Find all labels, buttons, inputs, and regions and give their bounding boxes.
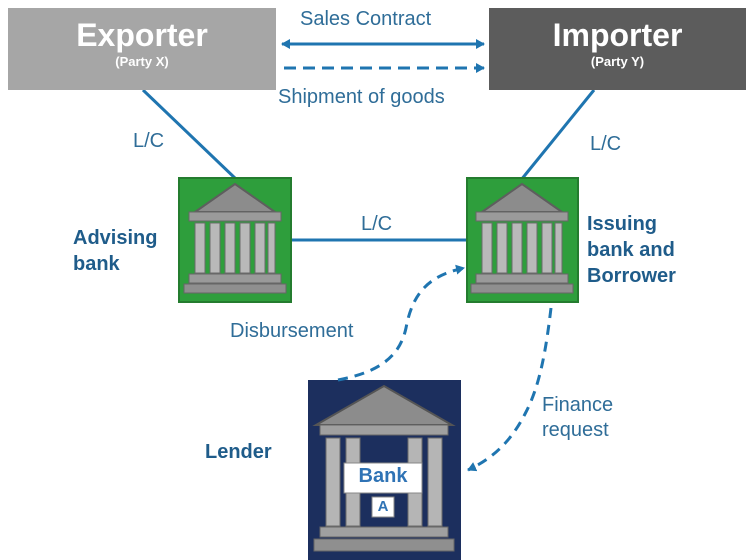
importer-title: Importer [552,17,683,53]
shipment-label: Shipment of goods [278,86,445,108]
importer-subtitle: (Party Y) [590,54,645,69]
finance-request-line-1: Finance [542,394,614,416]
lender-bank-letter: A [377,498,389,515]
lc-line-importer-issuing [519,89,596,181]
exporter-subtitle: (Party X) [115,54,169,69]
issuing-bank-line-2: bank and [587,239,675,261]
sales-contract-label: Sales Contract [300,8,432,30]
lc-line-exporter-advising [141,88,239,182]
disbursement-label: Disbursement [230,320,354,342]
lc-label-middle: L/C [361,213,393,235]
issuing-bank-label: Issuing bank and Borrower [587,211,676,289]
disbursement-arrow [337,264,465,382]
importer-box: Importer (Party Y) [489,8,746,90]
issuing-bank-line-1: Issuing [587,213,658,235]
issuing-bank-line-3: Borrower [587,265,676,287]
advising-bank-label: Advising bank [73,225,157,277]
exporter-title: Exporter [76,17,208,53]
issuing-bank-icon [466,177,579,303]
advising-bank-line-2: bank [73,253,120,275]
lc-label-left: L/C [133,130,165,152]
lender-label: Lender [205,441,272,463]
lender-bank-text: Bank [358,465,408,487]
finance-request-label: Finance request [542,393,613,443]
lc-label-right: L/C [590,133,622,155]
advising-bank-line-1: Advising [73,227,158,249]
finance-request-arrow [467,307,553,472]
finance-request-line-2: request [542,419,609,441]
lender-bank-icon [308,380,461,560]
advising-bank-icon [178,177,292,303]
exporter-box: Exporter (Party X) [8,8,276,90]
